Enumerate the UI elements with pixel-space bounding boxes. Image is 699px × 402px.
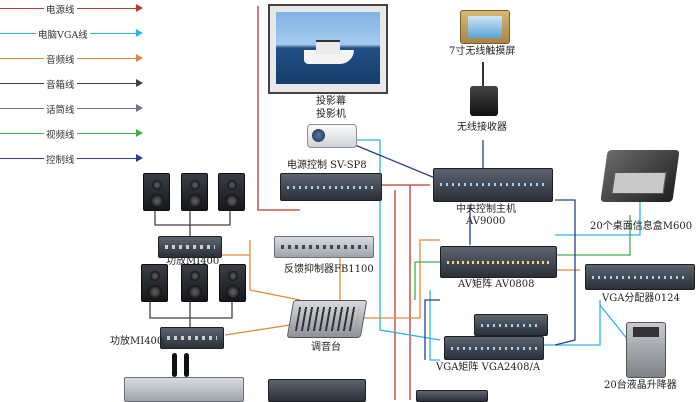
vga-splitter-unit xyxy=(585,264,695,290)
legend-label: 音箱线 xyxy=(44,77,77,91)
central-host-unit xyxy=(433,168,553,202)
projection-screen-label: 投影幕 xyxy=(316,96,346,107)
legend-item-control: 控制线 xyxy=(0,152,150,166)
legend-item-power: 电源线 xyxy=(0,2,150,16)
vga-matrix-ports xyxy=(481,324,541,327)
speaker-cone xyxy=(151,180,162,190)
av-matrix-label: AV矩阵 AV0808 xyxy=(458,279,535,290)
legend-label: 电源线 xyxy=(44,2,77,16)
speaker-woofer xyxy=(224,194,239,208)
amplifier-bottom-label: 功放MI400 xyxy=(110,336,164,347)
legend-item-speaker: 音箱线 xyxy=(0,77,150,91)
speaker-cone xyxy=(189,271,200,281)
vga-matrix-upper-unit xyxy=(474,314,548,336)
vga-matrix-ports xyxy=(451,346,537,350)
speaker-top-left xyxy=(143,173,170,211)
av-matrix-unit xyxy=(440,246,557,278)
desktop-info-box-label: 20个桌面信息盒M600 xyxy=(590,221,693,232)
projection-screen xyxy=(268,4,388,94)
central-host-model: AV9000 xyxy=(466,216,506,227)
legend-label: 电脑VGA线 xyxy=(36,27,90,41)
legend-item-mic: 话筒线 xyxy=(0,102,150,116)
vga-splitter-ports xyxy=(592,275,688,279)
legend-arrow xyxy=(136,4,143,12)
legend-label: 控制线 xyxy=(44,152,77,166)
suppressor-knobs xyxy=(281,245,367,249)
amp-controls xyxy=(167,336,217,340)
speaker-woofer xyxy=(225,285,240,299)
boat-cabin xyxy=(316,40,340,54)
av-matrix-ports xyxy=(447,260,550,264)
legend-item-audio: 音频线 xyxy=(0,52,150,66)
legend-arrow xyxy=(136,104,143,112)
screen-image xyxy=(276,12,380,84)
mic-left xyxy=(172,353,177,377)
power-control-label: 电源控制 SV-SP8 xyxy=(287,160,367,171)
bottom-right-unit xyxy=(416,390,488,402)
legend-arrow xyxy=(136,129,143,137)
desktop-info-box xyxy=(600,150,680,202)
legend-arrow xyxy=(136,154,143,162)
projector-label: 投影机 xyxy=(316,109,346,120)
lcd-lift-screen xyxy=(633,327,659,337)
feedback-suppressor-unit xyxy=(274,236,374,258)
front-panel-leds xyxy=(287,185,375,189)
speaker-cone xyxy=(227,271,238,281)
speaker-bottom-left xyxy=(141,264,168,302)
legend-label: 话筒线 xyxy=(44,102,77,116)
lcd-lift-label: 20台液晶升降器 xyxy=(604,380,677,391)
touch-screen xyxy=(460,10,510,44)
amp-controls xyxy=(165,245,215,249)
speaker-bottom-middle xyxy=(181,264,208,302)
vga-matrix-label: VGA矩阵 VGA2408/A xyxy=(436,362,541,373)
legend-item-vga: 电脑VGA线 xyxy=(0,27,150,41)
projector-lens xyxy=(312,129,325,142)
desktop-box-panel xyxy=(611,172,667,194)
speaker-cone xyxy=(226,180,237,190)
speaker-woofer xyxy=(187,285,202,299)
speaker-top-right xyxy=(218,173,245,211)
vga-splitter-label: VGA分配器0124 xyxy=(602,293,680,304)
projector xyxy=(307,124,357,148)
wireless-receiver-label: 无线接收器 xyxy=(457,122,507,133)
mixer-label: 调音台 xyxy=(311,342,341,353)
amplifier-bottom-unit xyxy=(160,327,224,349)
speaker-bottom-right xyxy=(219,264,246,302)
legend-label: 音频线 xyxy=(44,52,77,66)
touch-screen-label: 7寸无线触摸屏 xyxy=(449,46,516,57)
speaker-top-middle xyxy=(181,173,208,211)
amplifier-top-unit xyxy=(158,236,222,258)
amplifier-top-label: 功放MI400 xyxy=(166,256,220,267)
central-host-label: 中央控制主机 xyxy=(456,204,516,215)
feedback-suppressor-label: 反馈抑制器FB1100 xyxy=(284,264,374,275)
touch-screen-display xyxy=(468,16,502,38)
speaker-woofer xyxy=(149,194,164,208)
microphone-pair xyxy=(166,353,196,377)
speaker-woofer xyxy=(147,285,162,299)
legend-arrow xyxy=(136,79,143,87)
vga-matrix-lower-unit xyxy=(444,336,544,360)
legend-label: 视频线 xyxy=(44,127,77,141)
mic-right xyxy=(184,353,189,377)
speaker-woofer xyxy=(187,194,202,208)
legend-arrow xyxy=(136,29,143,37)
legend-item-video: 视频线 xyxy=(0,127,150,141)
lcd-lift xyxy=(626,322,666,378)
power-control-unit xyxy=(280,173,382,201)
bottom-rack-unit xyxy=(268,379,366,402)
mixer-unit xyxy=(286,300,368,338)
speaker-cone xyxy=(189,180,200,190)
wireless-receiver xyxy=(470,86,498,116)
speaker-cone xyxy=(149,271,160,281)
wireless-mic-receiver-unit xyxy=(124,377,244,402)
legend-arrow xyxy=(136,54,143,62)
front-panel-ports xyxy=(440,183,546,187)
mixer-faders xyxy=(294,307,360,331)
wireless-receiver-antenna xyxy=(482,62,484,88)
